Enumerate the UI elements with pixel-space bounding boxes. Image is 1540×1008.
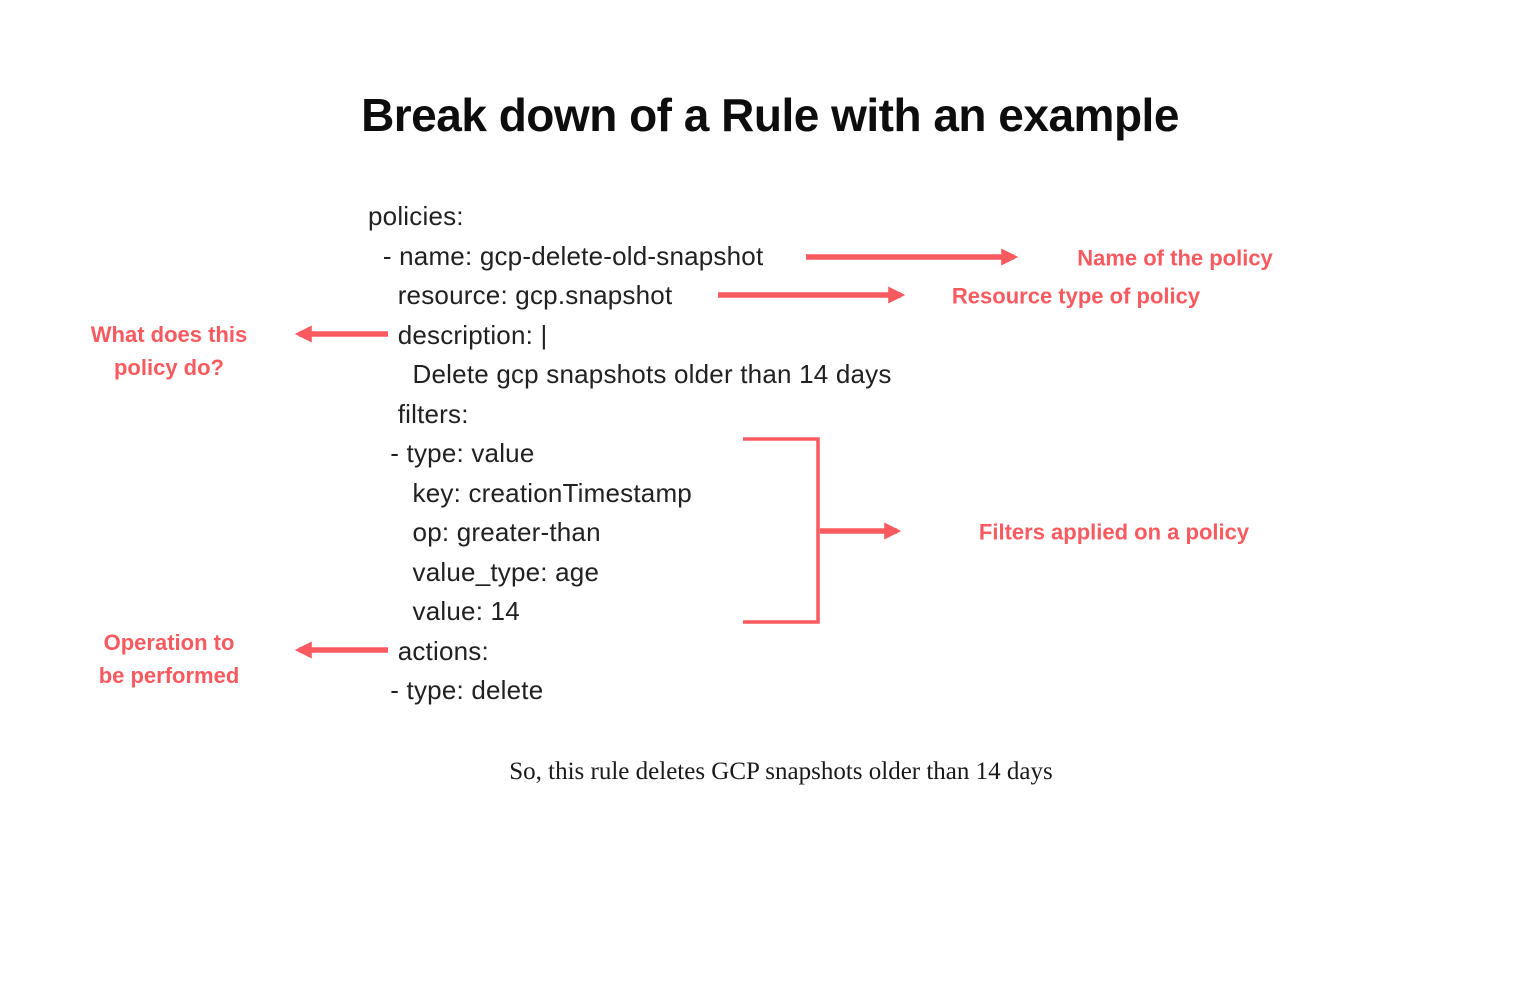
yaml-line-name: - name: gcp-delete-old-snapshot: [368, 240, 764, 271]
page-title: Break down of a Rule with an example: [361, 89, 1179, 141]
description-annotation-label: What does this policy do?: [90, 322, 248, 380]
yaml-code-block: policies: - name: gcp-delete-old-snapsho…: [368, 197, 892, 711]
yaml-line-filter-key: key: creationTimestamp: [368, 477, 692, 508]
filters-annotation-label: Filters applied on a policy: [978, 519, 1250, 545]
summary-caption: So, this rule deletes GCP snapshots olde…: [509, 758, 1053, 785]
yaml-line-value-type: value_type: age: [368, 556, 600, 587]
yaml-line-desc-text: Delete gcp snapshots older than 14 days: [368, 359, 892, 389]
resource-annotation-label: Resource type of policy: [951, 283, 1201, 309]
yaml-line-filter-type: - type: value: [368, 438, 535, 468]
actions-annotation-label: Operation to be performed: [98, 630, 240, 688]
yaml-line-description: description: |: [368, 319, 548, 350]
yaml-line-filter-op: op: greater-than: [368, 517, 601, 547]
yaml-line-resource: resource: gcp.snapshot: [368, 280, 673, 310]
yaml-line-action-type: - type: delete: [368, 675, 544, 705]
name-annotation-label: Name of the policy: [1077, 245, 1273, 271]
yaml-line-policies: policies:: [368, 201, 464, 231]
yaml-line-actions: actions:: [368, 635, 489, 666]
yaml-line-value: value: 14: [368, 596, 520, 626]
yaml-line-filters: filters:: [368, 398, 469, 429]
